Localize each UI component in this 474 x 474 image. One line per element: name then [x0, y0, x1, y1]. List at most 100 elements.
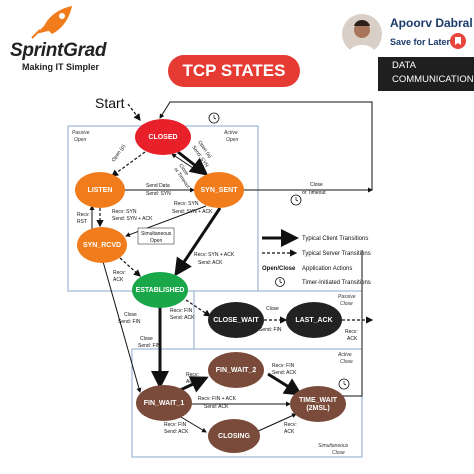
- node-syn-sent: [194, 172, 244, 208]
- tlabel-recv-ack-4b: ACK: [284, 429, 295, 435]
- tlabel-send-data-1: Send Data: [146, 183, 170, 189]
- tlabel-recv-fin-3a: Recv: FIN: [164, 422, 187, 428]
- region-passive-open-2: Open: [74, 137, 86, 143]
- tlabel-recv-ack-3a: Recv:: [186, 372, 199, 378]
- rocket-logo-icon: [31, 6, 72, 39]
- region-active-close-1: Active: [337, 352, 352, 358]
- label-fin-wait-2: FIN_WAIT_2: [216, 367, 257, 374]
- page-title: TCP STATES: [182, 61, 286, 80]
- brand-name: SprintGrad: [10, 40, 107, 61]
- tlabel-recv-ack-1a: Recv:: [113, 270, 126, 276]
- start-label: Start: [95, 95, 125, 111]
- topic-tag: [378, 57, 474, 91]
- node-fin-wait-1: [136, 385, 192, 421]
- region-simultaneous-close-1: Simultaneous: [318, 443, 349, 449]
- edge-timewait-closed: [340, 250, 363, 397]
- tlabel-open-p: Open (p): [111, 143, 127, 163]
- edge-closed-listen: [111, 151, 146, 177]
- legend-actions-key: Open/Close: [262, 266, 296, 272]
- node-time-wait: [290, 386, 346, 422]
- label-time-wait-sub: (2MSL): [306, 405, 329, 412]
- tlabel-recv-syn-ack-3a: Recv: SYN + ACK: [194, 252, 235, 258]
- edge-synrcvd-finwait1: [101, 257, 142, 393]
- edge-timeout-loop: [159, 101, 373, 190]
- start-arrow: [127, 103, 141, 121]
- timer-icon-closed: [208, 112, 220, 124]
- region-active-open-1: Active: [223, 130, 238, 136]
- tlabel-close-send-fin-1b: Send: FIN: [118, 319, 141, 325]
- legend-actions-text: Application Actions: [302, 266, 352, 272]
- legend-client-text: Typical Client Transitions: [302, 236, 368, 242]
- region-active-open-2: Open: [226, 137, 238, 143]
- legend: Typical Client Transitions Typical Serve…: [262, 229, 371, 287]
- label-last-ack: LAST_ACK: [295, 317, 332, 324]
- label-closing: CLOSING: [218, 433, 250, 440]
- region-simultaneous-close-2: Close: [332, 450, 345, 456]
- node-last-ack: [286, 302, 342, 338]
- tlabel-recv-rst-2: RST: [77, 219, 87, 225]
- edge-closed-synsent: [177, 150, 209, 176]
- node-closed: [135, 119, 191, 155]
- title-pill: [168, 55, 300, 87]
- tlabel-open: Open: [150, 238, 162, 244]
- node-syn-rcvd: [77, 227, 127, 263]
- tlabel-recv-fin-3b: Send: ACK: [164, 429, 189, 435]
- save-for-later-link[interactable]: Save for Later: [390, 37, 451, 47]
- brand-tagline: Making IT Simpler: [22, 62, 100, 72]
- tlabel-recv-ack-3b: ACK: [186, 379, 197, 385]
- edge-synrcvd-established: [119, 257, 141, 277]
- tlabel-recv-fin-ack-a: Recv: FIN + ACK: [198, 396, 237, 402]
- node-close-wait: [208, 302, 264, 338]
- bookmark-glyph-icon: [455, 37, 461, 45]
- tlabel-close-send-fin-3a: Close: [140, 336, 153, 342]
- tlabel-close-timeout-2b: or Timeout: [302, 190, 326, 196]
- label-established: ESTABLISHED: [136, 287, 185, 294]
- tlabel-recv-syn-ack-1a: Recv: SYN: [112, 209, 137, 215]
- region-passive-close-2: Close: [340, 301, 353, 307]
- tlabel-recv-rst-1: Recv:: [77, 212, 90, 218]
- tlabel-close-send-fin-1a: Close: [124, 312, 137, 318]
- region-passive-close-1: Passive: [338, 294, 356, 300]
- label-fin-wait-1: FIN_WAIT_1: [144, 400, 185, 407]
- edge-finwait2-timewait: [267, 372, 303, 396]
- simultaneous-open-box: [137, 227, 175, 245]
- bookmark-icon[interactable]: [450, 33, 466, 49]
- tlabel-recv-ack-2b: ACK: [347, 336, 358, 342]
- label-close-wait: CLOSE_WAIT: [213, 317, 259, 324]
- label-syn-rcvd: SYN_RCVD: [83, 242, 121, 249]
- node-established: [132, 272, 188, 308]
- legend-timer-text: Timer-Initiated Transitions: [302, 280, 371, 286]
- node-listen: [75, 172, 125, 208]
- tlabel-send-fin-2: Send: FIN: [259, 327, 282, 333]
- author-name: Apoorv Dabral: [390, 16, 473, 30]
- region-active-close-2: Close: [340, 359, 353, 365]
- tlabel-send-data-2: Send: SYN: [146, 191, 171, 197]
- label-time-wait: TIME_WAIT: [299, 397, 338, 404]
- node-closing: [208, 419, 260, 453]
- tlabel-close-2: Close: [266, 306, 279, 312]
- topic-tag-line1: DATA: [392, 60, 416, 71]
- label-syn-sent: SYN_SENT: [201, 187, 239, 194]
- edge-closing-timewait: [255, 413, 297, 433]
- topic-tag-line2: COMMUNICATION: [392, 74, 474, 85]
- tlabel-recv-ack-2a: Recv:: [345, 329, 358, 335]
- label-closed: CLOSED: [148, 134, 177, 141]
- tlabel-recv-syn-ack-1b: Send: SYN + ACK: [112, 216, 153, 222]
- edge-synsent-closed: [171, 153, 197, 171]
- label-listen: LISTEN: [88, 187, 113, 194]
- tlabel-recv-fin-2b: Send: ACK: [272, 370, 297, 376]
- timer-icon-timewait: [338, 378, 350, 390]
- timer-icon-synsent: [290, 194, 302, 206]
- tlabel-close-timeout-2a: Close: [310, 182, 323, 188]
- topic-tag-text: DATA COMMUNICATION: [392, 59, 474, 87]
- tlabel-recv-syn-2b: Send: SYN + ACK: [172, 209, 213, 215]
- tlabel-recv-ack-4a: Recv:: [284, 422, 297, 428]
- legend-timer-icon: [275, 277, 285, 287]
- node-fin-wait-2: [208, 352, 264, 388]
- tlabel-recv-fin-1a: Recv: FIN: [170, 308, 193, 314]
- avatar: [342, 14, 382, 54]
- tlabel-close-send-fin-3b: Send: FIN: [138, 343, 161, 349]
- tlabel-recv-syn-ack-3b: Send: ACK: [198, 260, 223, 266]
- tlabel-recv-fin-2a: Recv: FIN: [272, 363, 295, 369]
